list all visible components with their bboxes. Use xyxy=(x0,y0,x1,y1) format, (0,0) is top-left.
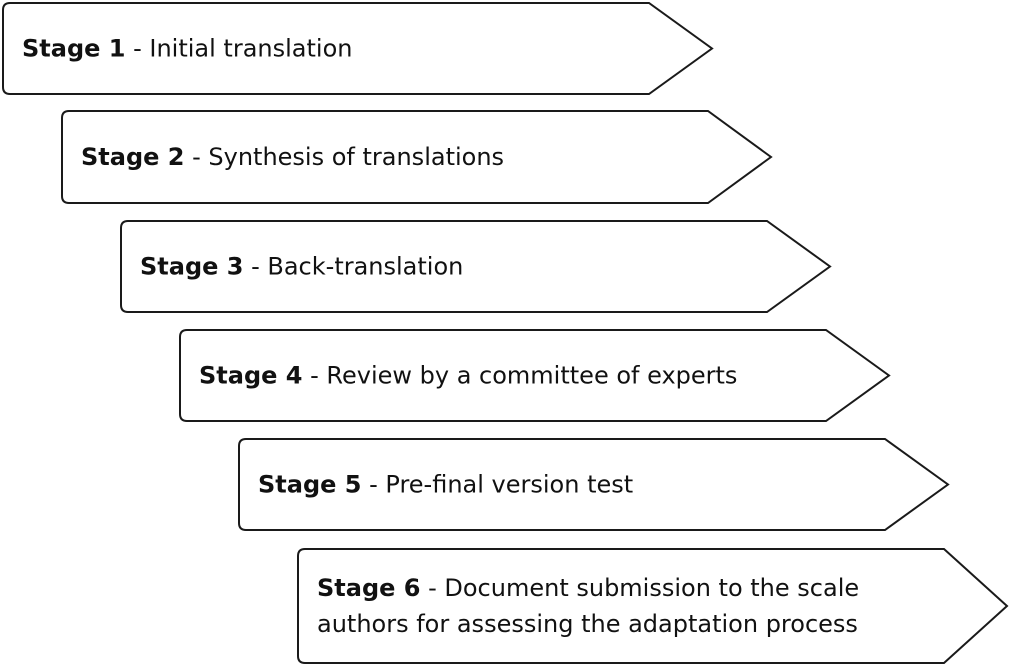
stage-4-outline xyxy=(179,329,891,422)
stage-6-outline xyxy=(297,548,1009,664)
stage-5-arrow: Stage 5 - Pre-final version test xyxy=(238,438,950,531)
stage-2-label-line-1: Stage 2 - Synthesis of translations xyxy=(81,143,504,171)
stage-5-number: Stage 5 xyxy=(258,471,361,499)
stage-3-number: Stage 3 xyxy=(140,253,243,281)
stage-4-arrow: Stage 4 - Review by a committee of exper… xyxy=(179,329,891,422)
stage-3-label-line-1: Stage 3 - Back-translation xyxy=(140,253,463,281)
stage-6-description: authors for assessing the adaptation pro… xyxy=(317,610,858,638)
stage-1-outline xyxy=(2,2,714,95)
stage-1-arrow: Stage 1 - Initial translation xyxy=(2,2,714,95)
stage-6-description: - Document submission to the scale xyxy=(420,574,859,602)
stage-6-label-line-1: Stage 6 - Document submission to the sca… xyxy=(317,574,859,602)
stage-2-arrow: Stage 2 - Synthesis of translations xyxy=(61,110,773,204)
stage-5-label-line-1: Stage 5 - Pre-final version test xyxy=(258,471,633,499)
stage-4-number: Stage 4 xyxy=(199,362,302,390)
stage-1-label-line-1: Stage 1 - Initial translation xyxy=(22,35,352,63)
stage-4-label-line-1: Stage 4 - Review by a committee of exper… xyxy=(199,362,737,390)
stage-1-number: Stage 1 xyxy=(22,35,125,63)
stage-2-description: - Synthesis of translations xyxy=(184,143,504,171)
stage-3-arrow: Stage 3 - Back-translation xyxy=(120,220,832,313)
stage-4-description: - Review by a committee of experts xyxy=(302,362,737,390)
stage-2-outline xyxy=(61,110,773,204)
stage-1-description: - Initial translation xyxy=(125,35,352,63)
stage-5-description: - Pre-final version test xyxy=(361,471,633,499)
stage-3-outline xyxy=(120,220,832,313)
stage-2-number: Stage 2 xyxy=(81,143,184,171)
stage-3-description: - Back-translation xyxy=(243,253,463,281)
stage-5-outline xyxy=(238,438,950,531)
stage-6-arrow: Stage 6 - Document submission to the sca… xyxy=(297,548,1009,664)
stage-6-label-line-2: authors for assessing the adaptation pro… xyxy=(317,610,858,638)
stage-6-number: Stage 6 xyxy=(317,574,420,602)
